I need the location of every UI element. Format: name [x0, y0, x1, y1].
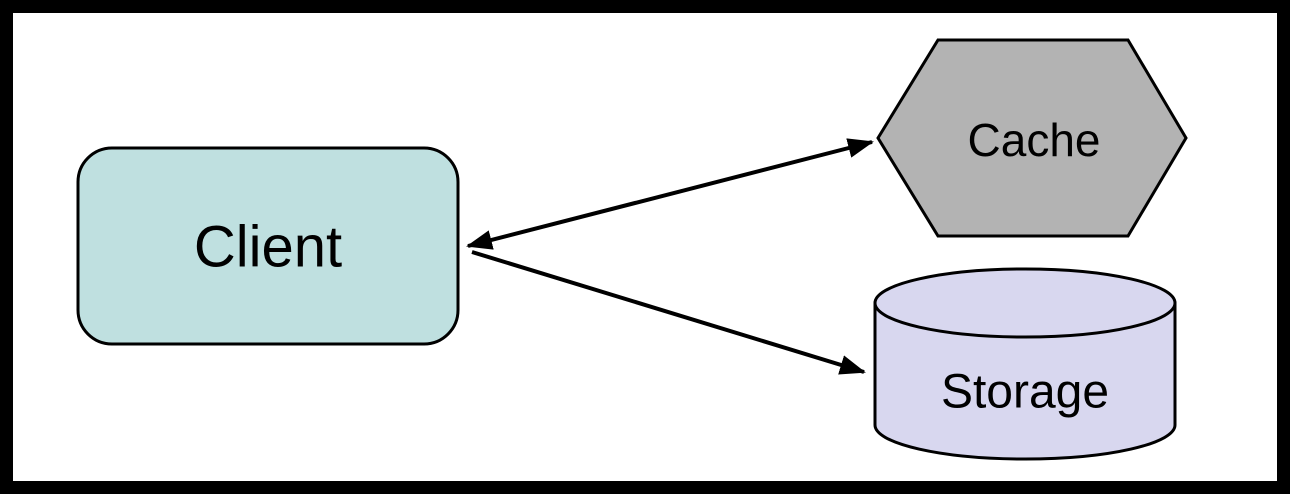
storage-node: Storage [873, 267, 1177, 461]
storage-label: Storage [941, 366, 1109, 419]
cache-shape [876, 38, 1188, 238]
cache-node: Cache [876, 38, 1188, 238]
cache-label: Cache [968, 114, 1101, 166]
client-storage-arrow [471, 250, 866, 375]
client-node: Client [76, 146, 460, 346]
client-cache-arrow [466, 138, 874, 250]
storage-body [873, 301, 1177, 461]
client-shape [76, 146, 460, 346]
storage-top [873, 267, 1177, 339]
client-label: Client [194, 215, 342, 280]
